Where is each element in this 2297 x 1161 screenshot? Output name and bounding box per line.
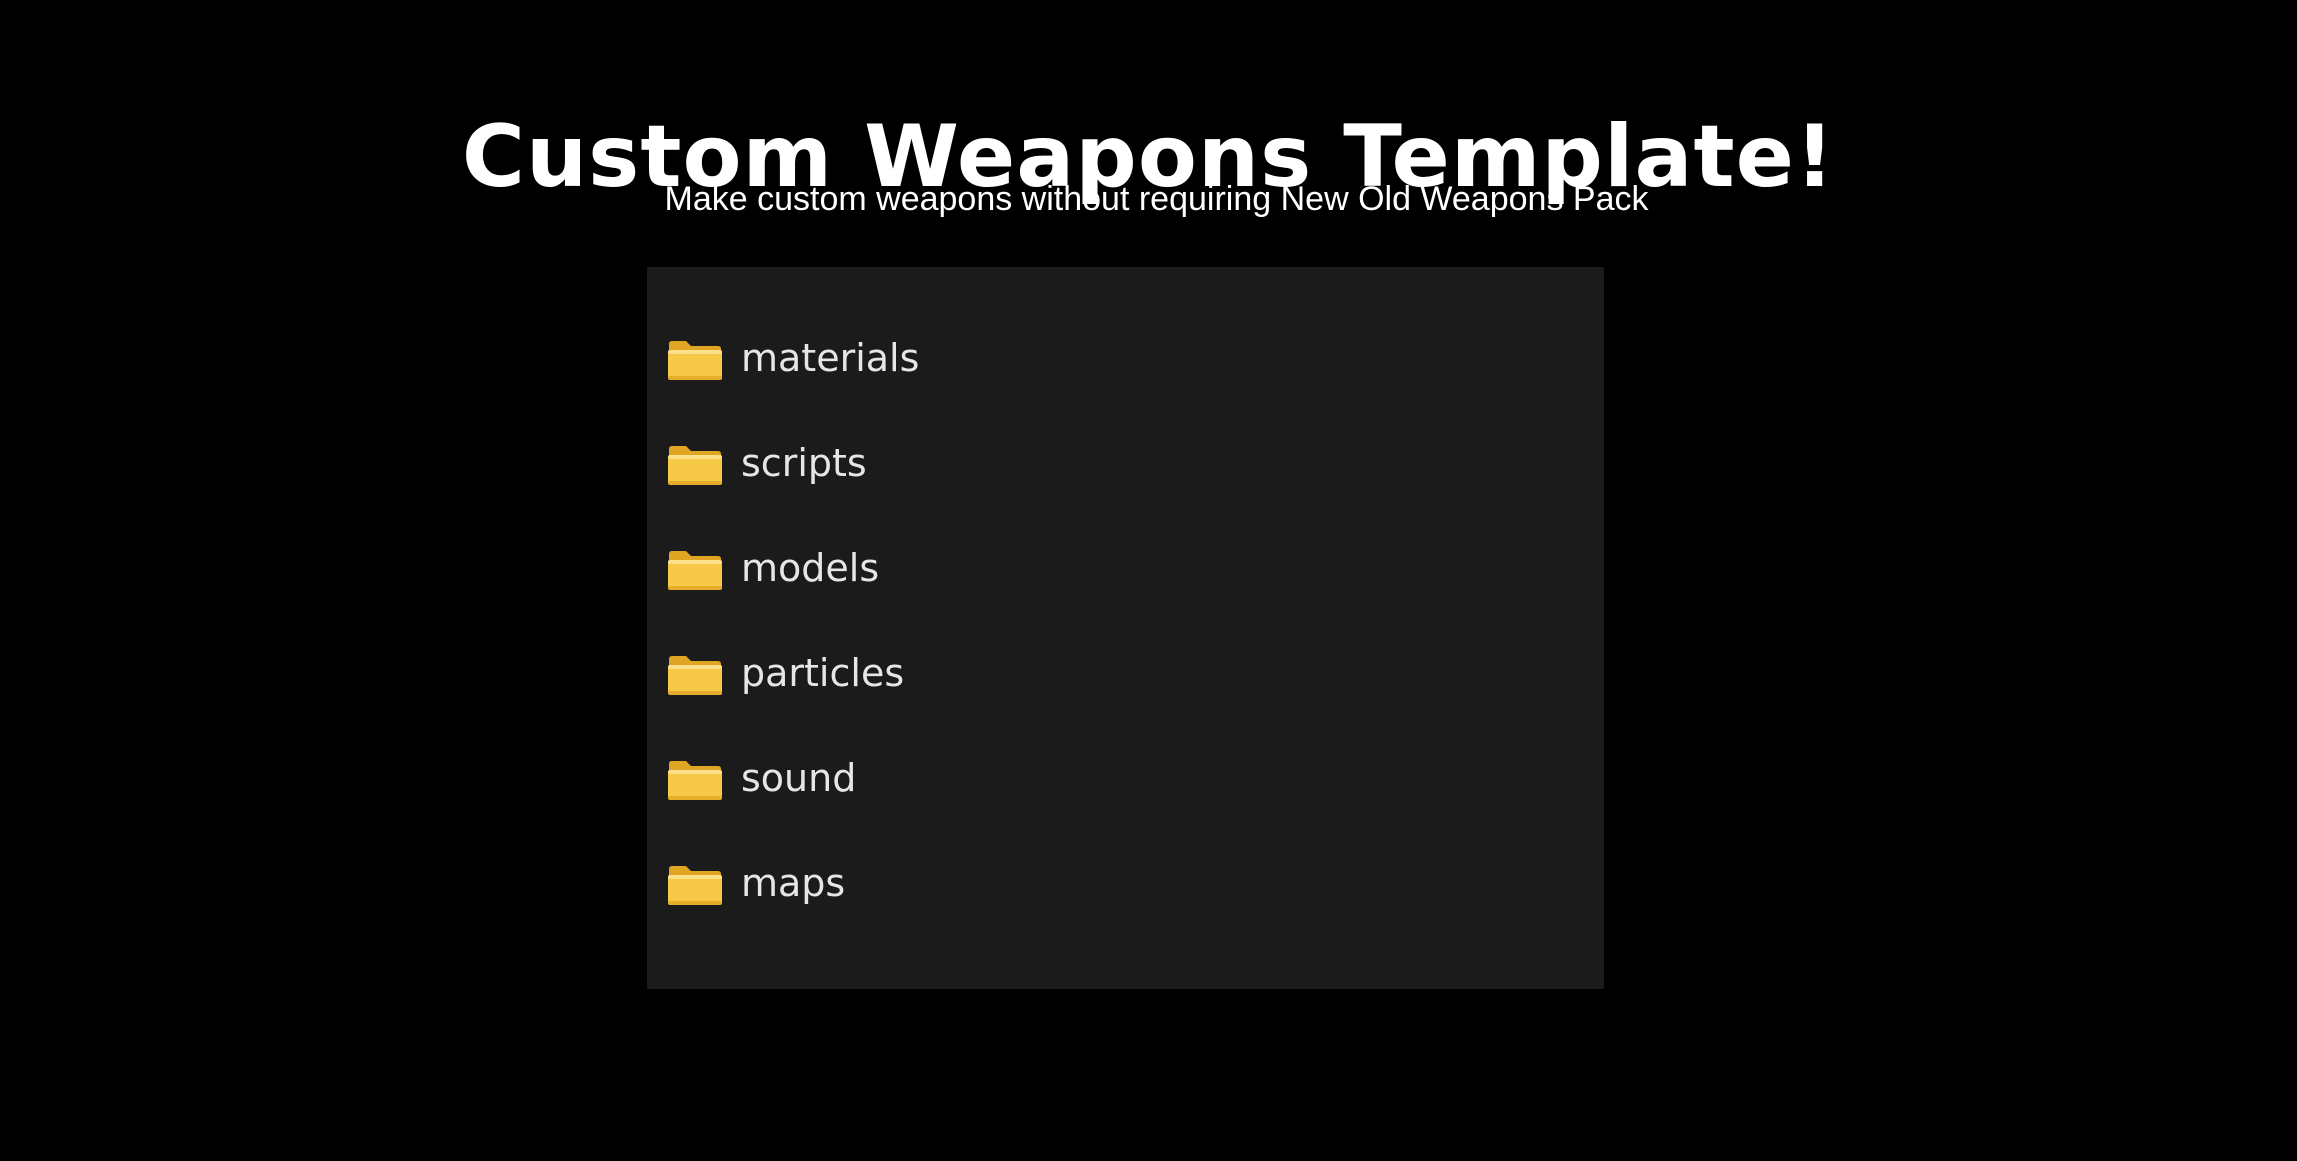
folder-list: materials scripts models [667,307,919,937]
folder-label: models [741,545,880,590]
folder-icon [668,865,722,905]
folder-label: scripts [741,440,867,485]
folder-label: particles [741,650,905,695]
folder-item-scripts[interactable]: scripts [667,412,919,517]
folder-icon [668,445,722,485]
folder-icon [668,760,722,800]
folder-item-particles[interactable]: particles [667,622,919,727]
folder-icon [668,550,722,590]
folder-icon [668,340,722,380]
folder-panel: materials scripts models [647,267,1604,989]
folder-item-models[interactable]: models [667,517,919,622]
folder-item-materials[interactable]: materials [667,307,919,412]
folder-label: maps [741,860,846,905]
page-title: Custom Weapons Template! [461,106,1836,207]
page-subtitle: Make custom weapons without requiring Ne… [664,180,1649,218]
folder-icon [668,655,722,695]
folder-label: sound [741,755,857,800]
folder-item-sound[interactable]: sound [667,727,919,832]
folder-label: materials [741,335,920,380]
folder-item-maps[interactable]: maps [667,832,919,937]
